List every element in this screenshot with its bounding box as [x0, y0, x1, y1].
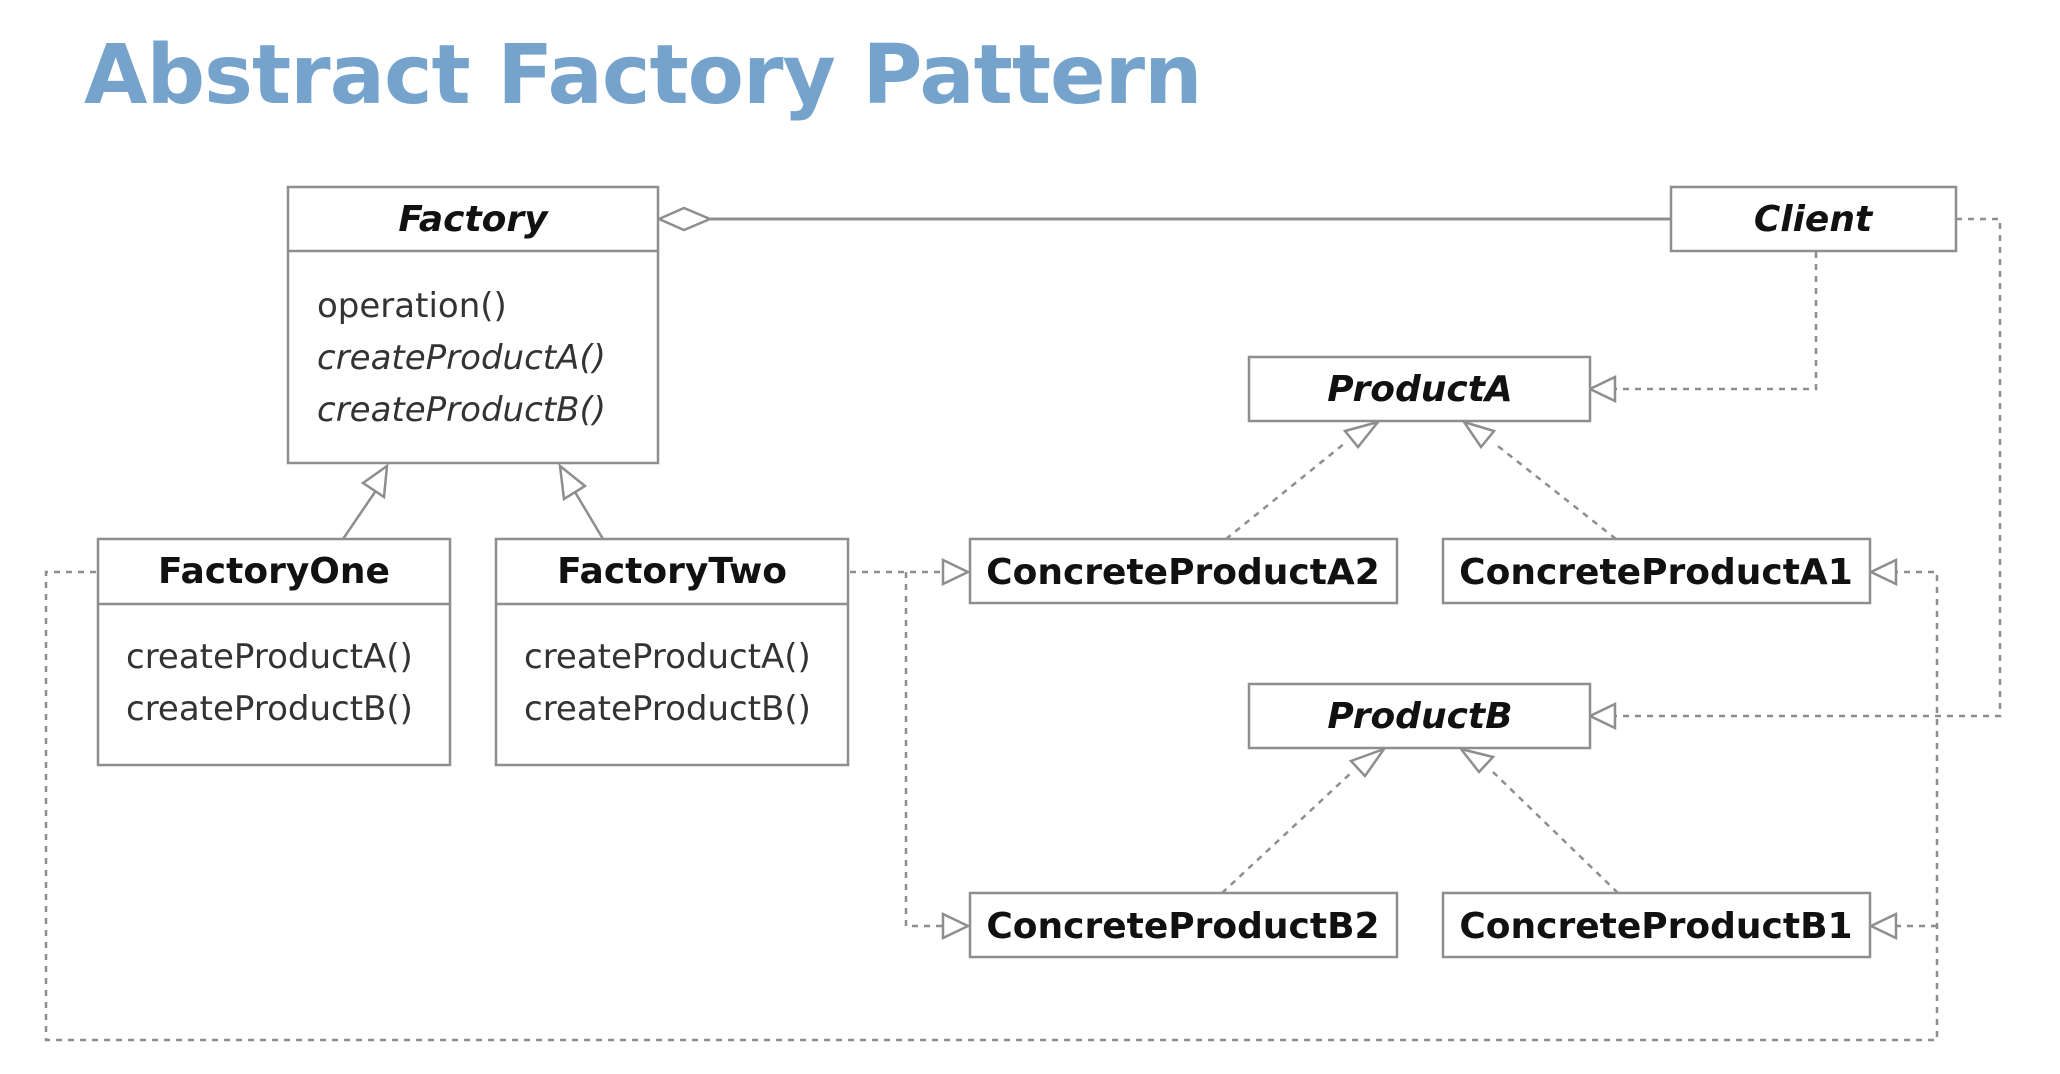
factoryone-inheritance-line	[341, 491, 377, 540]
concretea2-producta-realization	[1225, 442, 1346, 540]
factoryone-member-createproductb: createProductB()	[126, 689, 413, 729]
concreteproducta1-class: ConcreteProductA1	[1441, 537, 1872, 605]
concretea1-producta-arrow	[1460, 419, 1497, 450]
factorytwo-concreteb2-dependency	[904, 572, 943, 928]
factorytwo-class: FactoryTwo createProductA() createProduc…	[494, 537, 850, 767]
client-productb-dependency	[1612, 217, 2002, 718]
client-class: Client	[1669, 185, 1958, 253]
factorytwo-inheritance-line	[573, 491, 605, 540]
producta-interface-name: ProductA	[1327, 369, 1513, 410]
factorytwo-class-name: FactoryTwo	[557, 551, 787, 592]
concreteproducta2-class-name: ConcreteProductA2	[986, 552, 1380, 593]
factory-class-name: Factory	[398, 199, 549, 240]
concretea2-producta-arrow	[1342, 419, 1382, 449]
factorytwo-member-createproducta: createProductA()	[524, 637, 811, 677]
concreteproductb2-class-name: ConcreteProductB2	[986, 906, 1379, 947]
factory-member-createproducta: createProductA()	[317, 338, 606, 378]
factory-class: Factory operation() createProductA() cre…	[286, 185, 660, 465]
factoryone-inheritance-arrow	[360, 463, 389, 500]
factory-member-createproductb: createProductB()	[317, 390, 606, 430]
factoryone-class-name: FactoryOne	[158, 551, 390, 592]
producta-interface: ProductA	[1247, 355, 1592, 423]
productb-interface-name: ProductB	[1327, 696, 1512, 737]
diagram-title: Abstract Factory Pattern	[84, 28, 1202, 123]
concreteproductb1-class: ConcreteProductB1	[1441, 891, 1872, 959]
productb-interface: ProductB	[1247, 682, 1592, 750]
concreteproductb2-class: ConcreteProductB2	[968, 891, 1399, 959]
concretea2-arrowhead	[941, 558, 971, 586]
concreteb1-productb-realization	[1492, 771, 1619, 894]
concreteproducta1-class-name: ConcreteProductA1	[1459, 552, 1853, 593]
factoryone-concrete-dependency	[44, 570, 1939, 1042]
factoryone-class: FactoryOne createProductA() createProduc…	[96, 537, 452, 767]
concreteproductb1-class-name: ConcreteProductB1	[1459, 906, 1852, 947]
concreteproducta2-class: ConcreteProductA2	[968, 537, 1399, 605]
factorytwo-member-createproductb: createProductB()	[524, 689, 811, 729]
factory-member-operation: operation()	[317, 286, 507, 326]
concreteb2-arrowhead	[941, 912, 971, 940]
client-producta-dependency	[1612, 252, 1818, 391]
aggregation-diamond	[655, 206, 714, 232]
client-producta-arrowhead	[1587, 375, 1617, 403]
factorytwo-inheritance-arrow	[558, 463, 588, 502]
client-productb-arrowhead	[1587, 702, 1617, 730]
concretea1-arrowhead	[1868, 558, 1898, 586]
client-class-name: Client	[1754, 199, 1874, 240]
concreteb1-arrowhead	[1868, 912, 1898, 940]
concretea1-producta-realization	[1493, 442, 1617, 540]
concreteb1-productb-arrow	[1457, 746, 1496, 774]
concreteb2-productb-arrow	[1348, 746, 1388, 778]
factoryone-member-createproducta: createProductA()	[126, 637, 413, 677]
concreteb2-productb-realization	[1221, 771, 1353, 894]
